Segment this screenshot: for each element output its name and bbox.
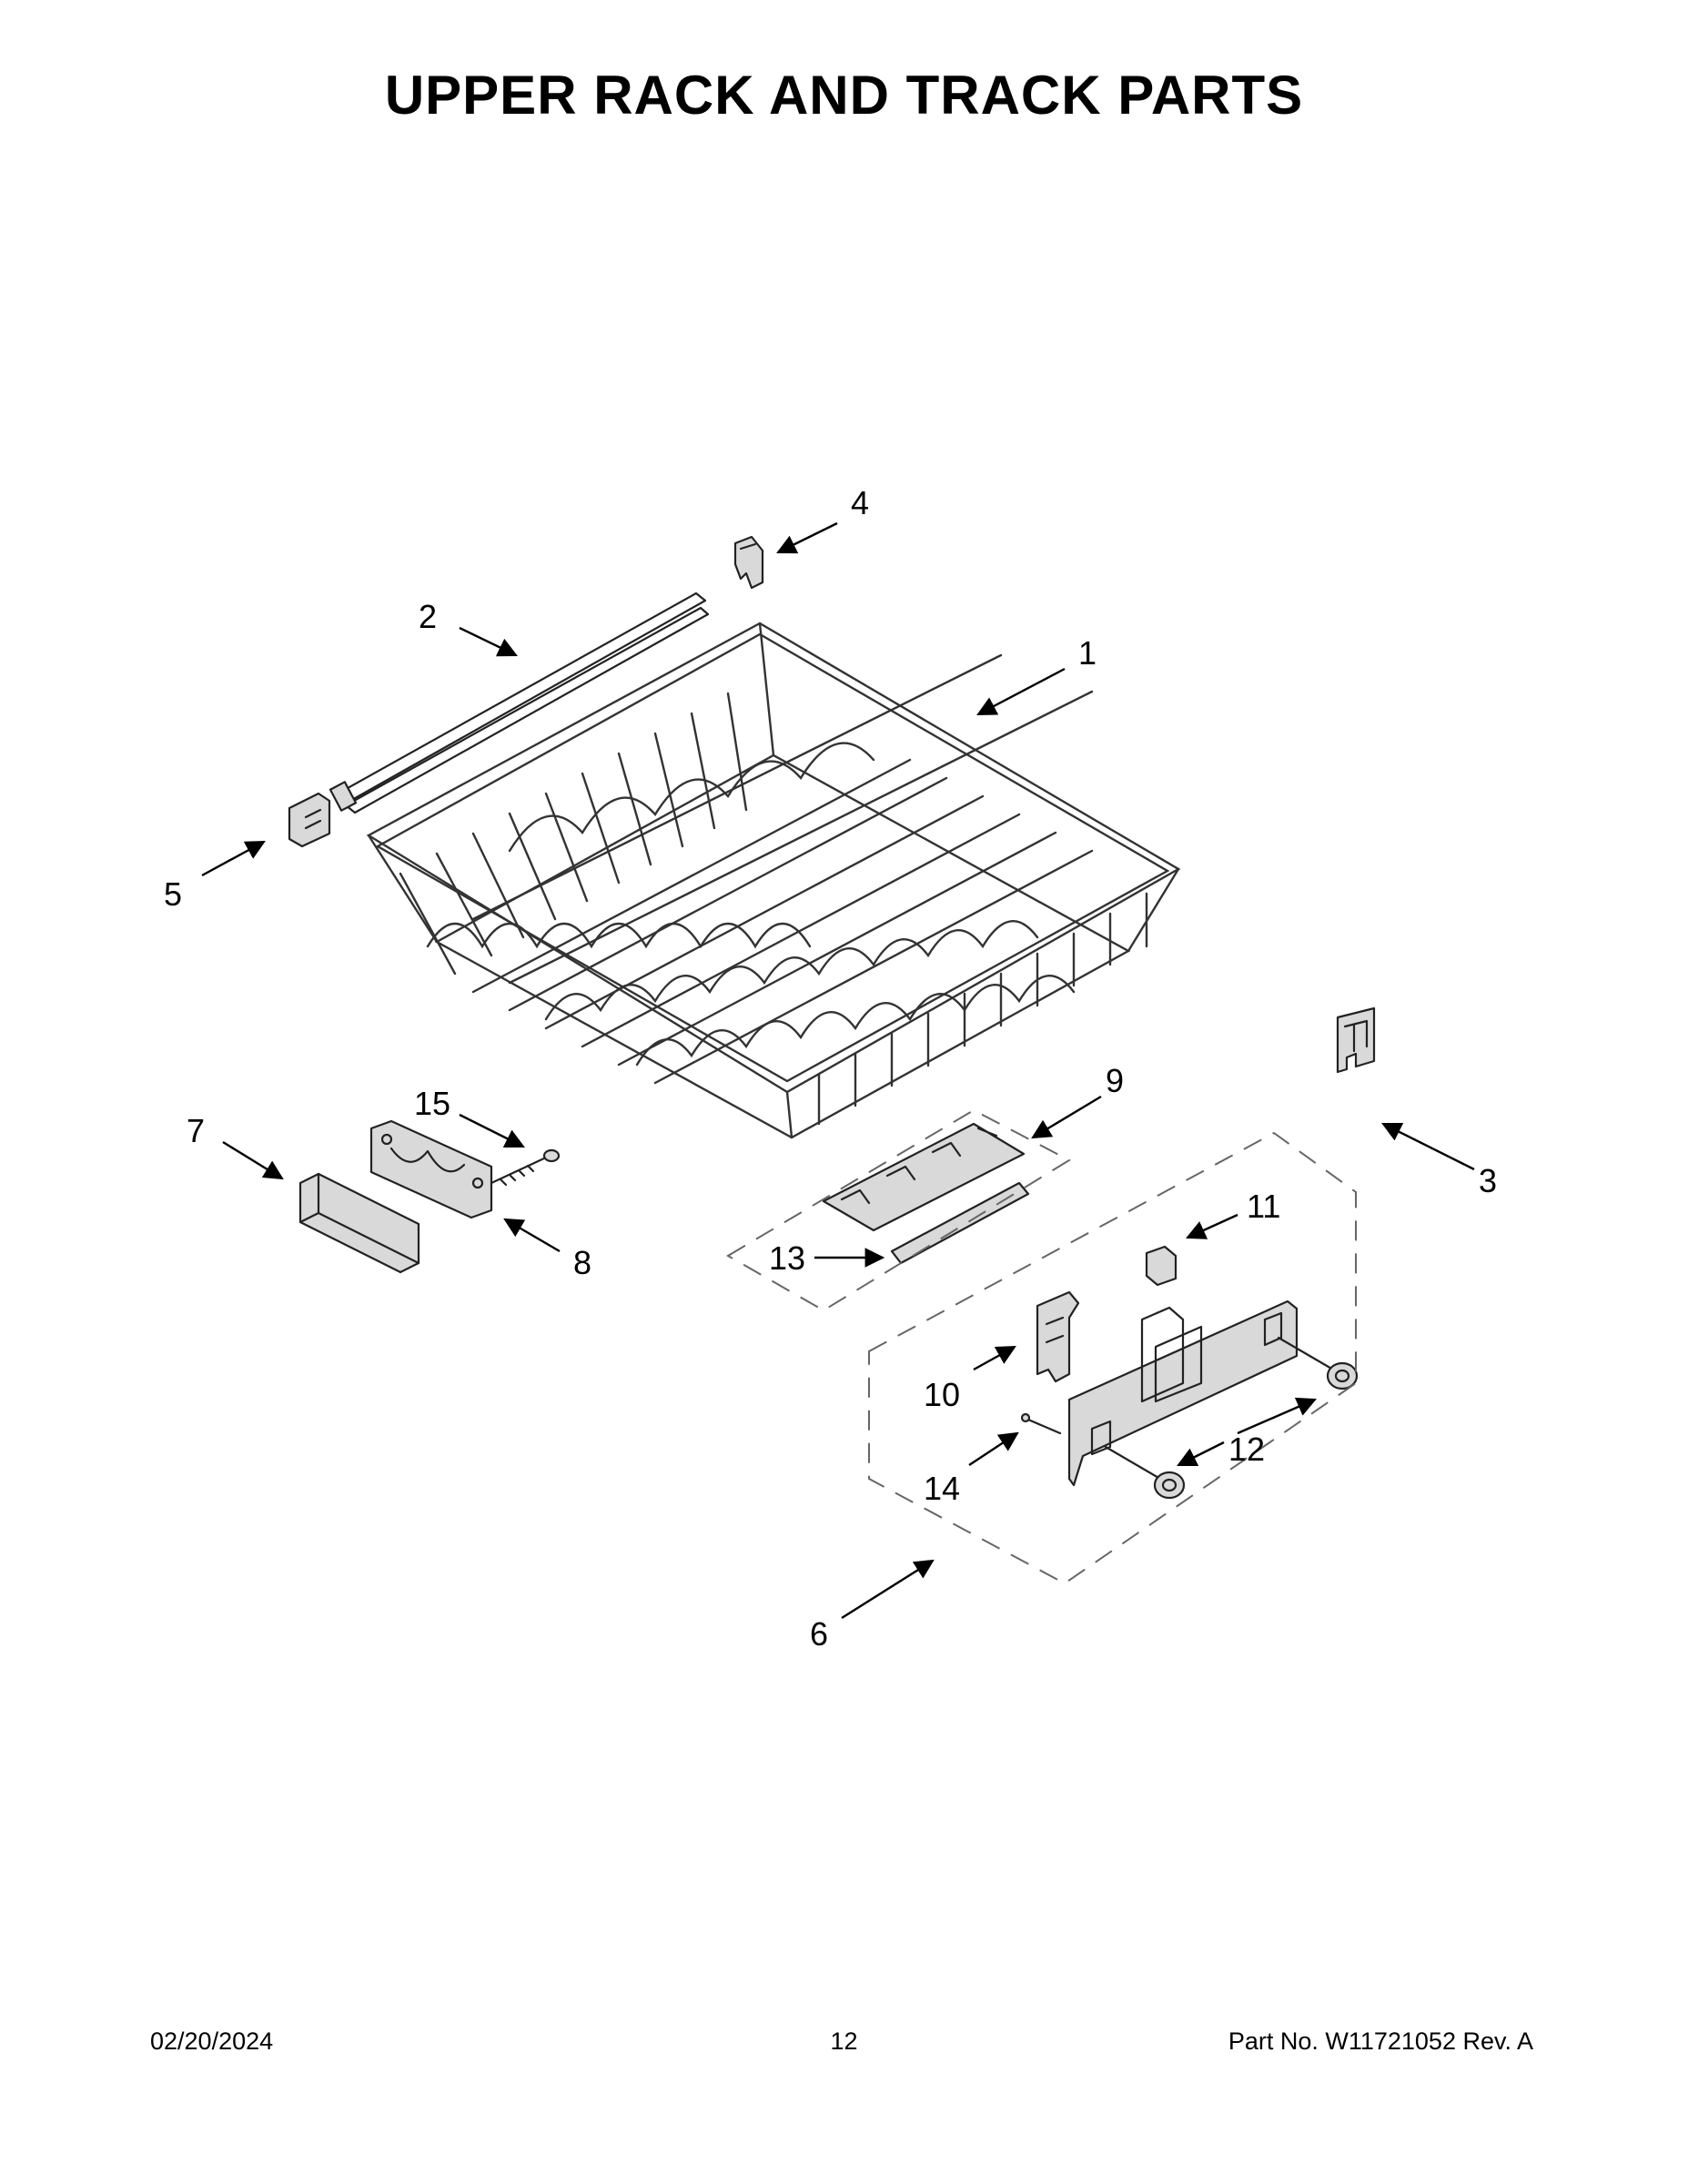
- rack-rail: [329, 592, 710, 814]
- callout-5: 5: [164, 875, 182, 913]
- page-title: UPPER RACK AND TRACK PARTS: [384, 65, 1304, 126]
- assembly-outline-9: [726, 1108, 1072, 1312]
- screw-15: [490, 1148, 561, 1187]
- small-clip: [1145, 1245, 1178, 1287]
- callout-2: 2: [419, 598, 437, 635]
- callout-3: 3: [1479, 1162, 1497, 1199]
- footer-part-no: Part No. W11721052 Rev. A: [1228, 2027, 1533, 2055]
- tine-row-assembly: [822, 1122, 1030, 1265]
- track-wheels: [1104, 1336, 1359, 1500]
- footer-page: 12: [830, 2027, 858, 2055]
- callout-8: 8: [573, 1244, 591, 1281]
- callout-9: 9: [1106, 1062, 1124, 1099]
- callout-1: 1: [1078, 634, 1097, 672]
- pin-14: [1020, 1412, 1062, 1435]
- callout-7: 7: [187, 1112, 205, 1149]
- callout-12: 12: [1228, 1431, 1265, 1468]
- rack-stop-clip: [733, 535, 764, 590]
- callout-10: 10: [924, 1376, 960, 1413]
- adjuster-latch: [1036, 1290, 1080, 1383]
- handle-bracket: [369, 1119, 493, 1219]
- callout-15: 15: [414, 1085, 450, 1122]
- adjuster-track-assembly: [1067, 1299, 1299, 1487]
- callout-6: 6: [810, 1615, 828, 1653]
- rail-end-cap: [288, 792, 331, 848]
- assembly-outline-6: [868, 1131, 1357, 1585]
- callout-14: 14: [924, 1470, 960, 1507]
- upper-rack-basket: [366, 622, 1181, 1139]
- leader-arrows: [201, 521, 1475, 1620]
- callout-13: 13: [769, 1239, 805, 1277]
- footer-date: 02/20/2024: [150, 2027, 274, 2055]
- handle-cover: [298, 1172, 420, 1274]
- track-bracket: [1336, 1006, 1376, 1074]
- callout-4: 4: [851, 484, 869, 521]
- callout-11: 11: [1247, 1188, 1280, 1225]
